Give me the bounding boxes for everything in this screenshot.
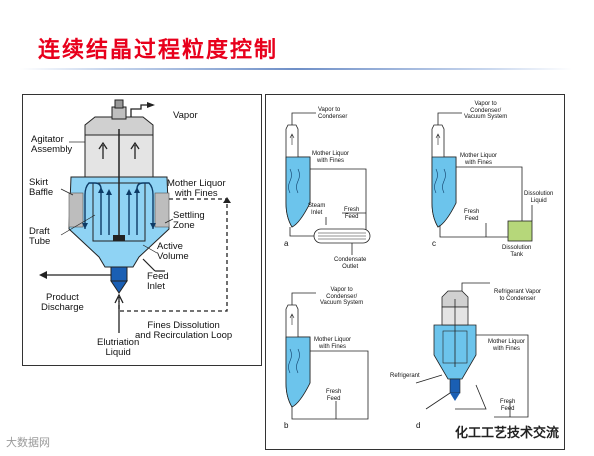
label-fines-loop: Fines Dissolution and Recirculation Loop — [135, 320, 233, 341]
label-feed-inlet: Feed Inlet — [147, 271, 169, 292]
label-product-discharge: Product Discharge — [41, 292, 84, 313]
a-fresh-label: Fresh Feed — [344, 207, 360, 220]
b-letter: b — [284, 421, 289, 430]
d-vapor-label: Refrigerant Vapor to Condenser — [494, 289, 541, 302]
c-fresh-label: Fresh Feed — [464, 209, 480, 222]
label-elutriation: Elutriation Liquid — [97, 337, 140, 358]
c-mother-label: Mother Liquor with Fines — [460, 153, 498, 166]
c-letter: c — [432, 239, 436, 248]
dtb-crystallizer-panel: Vapor Agitator Assembly Skirt Baffle Mot… — [22, 94, 262, 366]
dtb-crystallizer-drawing — [39, 99, 231, 333]
d-mother-label: Mother Liquor with Fines — [488, 339, 526, 352]
a-letter: a — [284, 239, 289, 248]
label-vapor: Vapor — [173, 110, 198, 121]
label-draft-tube: Draft Tube — [29, 226, 51, 247]
a-vapor-label: Vapor to Condenser — [318, 107, 348, 120]
a-mother-label: Mother Liquor with Fines — [312, 151, 350, 164]
c-tank-label: Dissolution Tank — [502, 245, 532, 258]
label-active-volume: Active Volume — [157, 241, 189, 262]
vessel-a — [285, 124, 311, 228]
b-mother-label: Mother Liquor with Fines — [314, 337, 352, 350]
a-condensate-label: Condensate Outlet — [334, 257, 367, 270]
b-vapor-label: Vapor to Condenser/ Vacuum System — [320, 287, 364, 306]
d-refrigerant-label: Refrigerant — [390, 373, 420, 379]
vessel-b — [285, 304, 311, 408]
label-mother-liquor: Mother Liquor with Fines — [167, 178, 226, 199]
watermark-right: 化工工艺技术交流 — [455, 425, 560, 440]
label-settling-zone: Settling Zone — [173, 210, 205, 231]
b-fresh-label: Fresh Feed — [326, 389, 342, 402]
configurations-panel: Vapor to Condenser Mother Liquor with Fi… — [265, 94, 565, 450]
page-title: 连续结晶过程粒度控制 — [38, 38, 279, 63]
configurations-drawing — [285, 112, 533, 420]
vessel-c — [431, 124, 457, 228]
a-steam-label: Steam Inlet — [308, 203, 326, 216]
c-vapor-label: Vapor to Condenser/ Vacuum System — [464, 101, 508, 120]
watermark-left: 大数据网 — [6, 437, 50, 449]
label-skirt-baffle: Skirt Baffle — [29, 177, 54, 198]
label-agitator: Agitator Assembly — [31, 134, 73, 155]
d-fresh-label: Fresh Feed — [500, 399, 516, 412]
title-rule — [20, 68, 572, 70]
d-letter: d — [416, 421, 421, 430]
c-dissolution-liquid-label: Dissolution Liquid — [524, 191, 554, 204]
